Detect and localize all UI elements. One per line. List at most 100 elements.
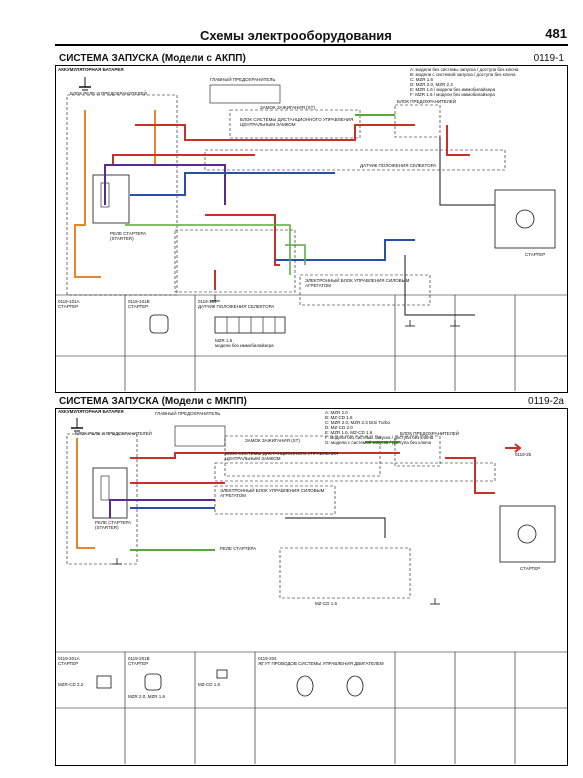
page-title: Схемы электрооборудования <box>200 28 392 43</box>
connector-code: 0119-101A <box>58 299 80 304</box>
label-pcm: ЭЛЕКТРОННЫЙ БЛОК УПРАВЛЕНИЯ СИЛОВЫМ АГРЕ… <box>220 488 325 498</box>
label-selector-sensor: ДАТЧИК ПОЛОЖЕНИЯ СЕЛЕКТОРА <box>360 163 437 168</box>
connector-code: 0119-104 <box>198 299 217 304</box>
wire-red-1 <box>130 452 400 459</box>
connector-name: СТАРТЕР <box>128 661 149 666</box>
label-next-page: 0119-2b <box>515 452 532 457</box>
label-ignition: ЗАМОК ЗАЖИГАНИЯ (ST) <box>245 438 300 443</box>
label-no-immob: модели без иммобилайзера <box>215 343 274 348</box>
connector-name: ЖГУТ ПРОВОДОВ СИСТЕМЫ УПРАВЛЕНИЯ ДВИГАТЕ… <box>258 661 384 666</box>
label-fuse-block: БЛОК ПРЕДОХРАНИТЕЛЕЙ <box>400 431 459 436</box>
legend-mkpp: A: MZR 2.0 B: MZ-CD 1.6 C: MZR 2.0, MZR … <box>325 410 560 445</box>
label-ignition: ЗАМОК ЗАЖИГАНИЯ (ST) <box>260 105 315 110</box>
label-immobilizer: БЛОК СИСТЕМЫ ДИСТАНЦИОННОГО УПРАВЛЕНИЯ Ц… <box>240 117 354 127</box>
label-mzcd: MZ-CD 1.6 <box>315 601 338 606</box>
section-akpp: СИСТЕМА ЗАПУСКА (Модели с АКПП) 0119-1 <box>55 53 568 393</box>
wire-green-2 <box>125 224 291 275</box>
label-pcm: ЭЛЕКТРОННЫЙ БЛОК УПРАВЛЕНИЯ СИЛОВЫМ АГРЕ… <box>305 278 410 288</box>
wire-red-2 <box>445 457 495 494</box>
legend-item: B: MZ-CD 1.6 <box>325 415 353 420</box>
connector-0119-204-a <box>296 675 314 697</box>
connector-name: ДАТЧИК ПОЛОЖЕНИЯ СЕЛЕКТОРА <box>198 304 275 309</box>
starter-box <box>499 505 556 563</box>
label-starter: СТАРТЕР <box>520 566 541 571</box>
wire-blue-1 <box>130 172 335 196</box>
label-immobilizer: БЛОК СИСТЕМЫ ДИСТАНЦИОННОГО УПРАВЛЕНИЯ Ц… <box>225 451 339 461</box>
wire-orange <box>74 110 101 278</box>
label-main-fuse: ГЛАВНЫЙ ПРЕДОХРАНИТЕЛЬ <box>210 77 276 82</box>
legend-item: B: модели с системой запуска / доступа б… <box>410 72 516 77</box>
legend-item: C: MZR 1.6 <box>410 77 434 82</box>
label-battery: АККУМУЛЯТОРНАЯ БАТАРЕЯ <box>58 67 124 72</box>
wire-red-2 <box>446 125 470 156</box>
legend-item: E: MZR 1.6, MZ-CD 1.6 <box>325 430 373 435</box>
wire-red-4 <box>205 214 280 266</box>
wiring-diagram <box>55 77 568 391</box>
legend-item: C: MZR 2.0, MZR 2.3 DiSi Turbo <box>325 420 391 425</box>
label-starter-relay: РЕЛЕ СТАРТЕРА (STARTER) <box>95 520 132 530</box>
label-main-fuse: ГЛАВНЫЙ ПРЕДОХРАНИТЕЛЬ <box>155 411 221 416</box>
legend-akpp: A: модели без системы запуска / доступа … <box>410 67 560 97</box>
fuse-block-outline <box>394 435 441 467</box>
pcm-outline <box>299 274 431 306</box>
connector-grid <box>55 294 568 391</box>
section-code: 0119-1 <box>533 53 564 64</box>
connector-code: 0119-204 <box>258 656 277 661</box>
connector-small <box>216 669 228 679</box>
legend-item: F: MZR 1.6 / модели без иммобилайзера <box>410 92 495 97</box>
legend-item: D: MZ-CD 2.0 <box>325 425 353 430</box>
diagram-frame <box>55 408 568 766</box>
wiring-diagram <box>55 418 568 764</box>
connector-name: СТАРТЕР <box>58 304 79 309</box>
ignition-outline <box>229 109 361 139</box>
wire-purple-1 <box>104 164 226 205</box>
connector-grid <box>55 651 568 764</box>
label-starter: СТАРТЕР <box>525 252 546 257</box>
section-title: СИСТЕМА ЗАПУСКА (Модели с АКПП) <box>59 53 246 64</box>
label-fuse-box: БЛОК РЕЛЕ И ПРЕДОХРАНИТЕЛЕЙ <box>75 431 152 436</box>
starter-motor-symbol <box>515 209 535 229</box>
fuse-block-outline <box>394 104 441 138</box>
legend-item: A: MZR 2.0 <box>325 410 348 415</box>
connector-model: MZR-CD 2.2 <box>58 682 84 687</box>
ground-symbols <box>112 558 440 605</box>
page-header: Схемы электрооборудования 481 <box>0 0 583 46</box>
connector-model: MZR 2.0, MZR 1.6 <box>128 694 166 699</box>
header-rule <box>55 44 568 46</box>
connector-0119-104 <box>214 316 286 334</box>
connector-code: 0119-201B <box>128 656 150 661</box>
mzcd-outline <box>279 547 411 599</box>
starter-motor-symbol <box>517 524 537 544</box>
section-code: 0119-2a <box>528 396 564 407</box>
ground-symbols <box>210 295 460 327</box>
immobilizer-outline <box>214 462 496 482</box>
legend-item: D: MZR 2.0, MZR 2.3 <box>410 82 453 87</box>
connector-0119-204-b <box>346 675 364 697</box>
wire-red-1 <box>135 124 415 141</box>
wire-black-1 <box>439 137 495 206</box>
legend-item: G: модели с системой запуска / доступа б… <box>325 440 431 445</box>
main-fuse-box <box>209 84 281 104</box>
connector-name: СТАРТЕР <box>58 661 79 666</box>
connector-code: 0119-201A <box>58 656 80 661</box>
main-fuse-box <box>174 425 226 447</box>
label-mzr: MZR 1.6 <box>215 338 233 343</box>
label-fuse-block: БЛОК ПРЕДОХРАНИТЕЛЕЙ <box>397 99 456 104</box>
legend-item: E: MZR 1.6 / модели без иммобилайзера <box>410 87 496 92</box>
battery-symbol <box>71 418 83 432</box>
legend-item: F: модели без системы запуска / доступа … <box>325 435 434 440</box>
battery-symbol <box>79 77 91 91</box>
connector-model: MZ-CD 1.6 <box>198 682 221 687</box>
wire-green-3 <box>285 244 306 265</box>
connector-0119-104-pins <box>226 317 276 333</box>
ignition-outline <box>224 435 381 477</box>
connector-0119-201b <box>144 673 162 691</box>
starter-box <box>494 189 556 249</box>
connector-name: СТАРТЕР <box>128 304 149 309</box>
wire-black-1 <box>285 517 386 538</box>
diagram-frame <box>55 65 568 393</box>
wire-purple-1 <box>109 499 215 518</box>
connector-code: 0119-101B <box>128 299 150 304</box>
immobilizer-outline <box>204 149 506 171</box>
label-relay-2b: РЕЛЕ СТАРТЕРА <box>220 546 257 551</box>
